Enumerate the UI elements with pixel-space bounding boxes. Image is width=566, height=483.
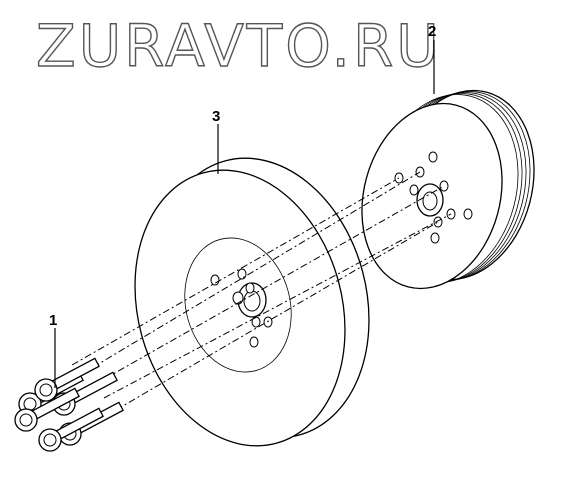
leader-lines bbox=[54, 40, 435, 388]
callout-part-3: 3 bbox=[212, 108, 220, 125]
damper-part-3 bbox=[134, 157, 370, 447]
callout-part-2: 2 bbox=[428, 23, 436, 40]
callout-part-1: 1 bbox=[49, 312, 57, 329]
watermark: ZURAVTO.RU bbox=[36, 12, 442, 80]
pulley-part-2 bbox=[361, 89, 535, 290]
assembly-axis-lines bbox=[71, 171, 452, 411]
bolts-part-1 bbox=[14, 357, 124, 452]
